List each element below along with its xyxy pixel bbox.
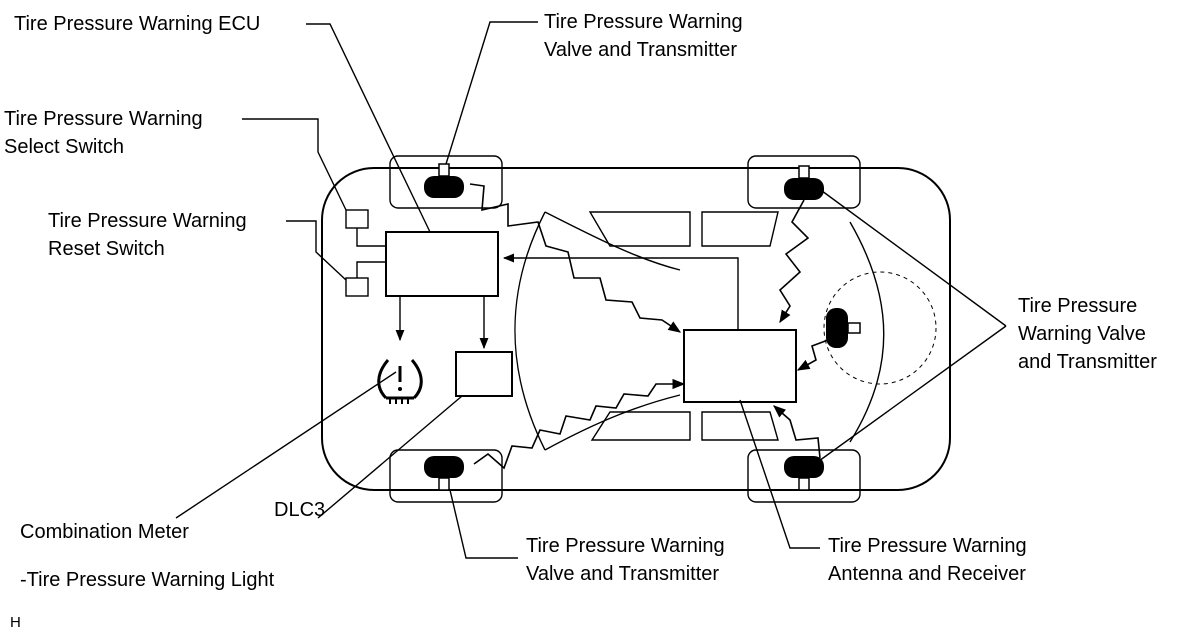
valve-bottom-label: Tire Pressure Warning Valve and Transmit… — [526, 535, 725, 585]
corner-mark: H — [10, 614, 21, 631]
select-switch-label: Tire Pressure Warning Select Switch — [4, 108, 203, 158]
wheel-rear-right-well — [747, 449, 861, 503]
tire-rear-right-transmitter — [784, 456, 824, 491]
valve-top-label: Tire Pressure Warning Valve and Transmit… — [544, 11, 743, 61]
warning-light-label: -Tire Pressure Warning Light — [20, 569, 275, 591]
antenna-receiver-box — [683, 329, 797, 403]
dlc3-box — [455, 351, 513, 397]
wheel-front-left-well — [389, 155, 503, 209]
reset-switch-box — [345, 277, 369, 297]
tire-spare-transmitter — [826, 308, 861, 348]
select-switch-box — [345, 209, 369, 229]
reset-switch-label: Tire Pressure Warning Reset Switch — [48, 210, 247, 260]
antenna-label: Tire Pressure Warning Antenna and Receiv… — [828, 535, 1027, 585]
tire-front-left-transmitter — [424, 163, 464, 198]
valve-right-label: Tire Pressure Warning Valve and Transmit… — [1018, 295, 1157, 373]
vehicle-outline — [321, 155, 951, 503]
combination-meter-label: Combination Meter — [20, 521, 189, 543]
wheel-front-right-well — [747, 155, 861, 209]
leader-lines — [175, 21, 1007, 559]
tire-front-right-transmitter — [784, 165, 824, 200]
tire-rear-left-transmitter — [424, 456, 464, 491]
wheel-rear-left-well — [389, 449, 503, 503]
ecu-label: Tire Pressure Warning ECU — [14, 13, 261, 35]
tire-pressure-warning-light-icon — [377, 359, 423, 404]
dlc3-label: DLC3 — [274, 499, 326, 521]
ecu-box — [385, 231, 499, 297]
